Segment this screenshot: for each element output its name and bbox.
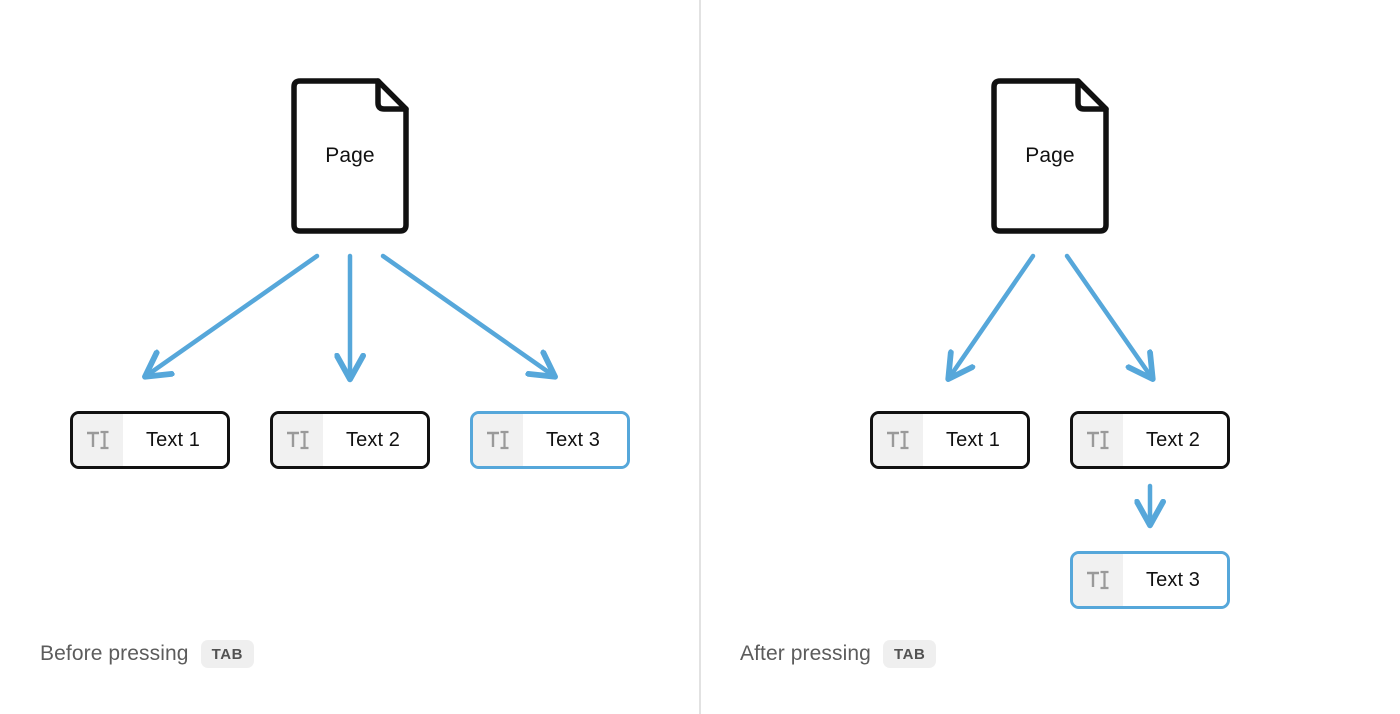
- caption-after: After pressing TAB: [740, 640, 937, 668]
- text-node-text-3-after[interactable]: Text 3: [1070, 551, 1230, 609]
- page-node-label: Page: [325, 144, 375, 167]
- text-node-text-3-before[interactable]: Text 3: [470, 411, 630, 469]
- caption-before: Before pressing TAB: [40, 640, 255, 668]
- text-tool-icon: [873, 414, 923, 466]
- text-node-label: Text 2: [1123, 414, 1227, 466]
- edge-page-to-text1-after: [949, 253, 1036, 378]
- text-tool-icon: [1073, 414, 1123, 466]
- text-node-text-2-after[interactable]: Text 2: [1070, 411, 1230, 469]
- edge-page-to-text2-after: [1064, 253, 1152, 378]
- panel-divider: [699, 0, 701, 714]
- text-node-text-2-before[interactable]: Text 2: [270, 411, 430, 469]
- caption-after-text: After pressing: [740, 642, 871, 665]
- page-node-label: Page: [1025, 144, 1075, 167]
- edge-page-to-text3: [380, 253, 554, 376]
- edge-page-to-text1: [146, 253, 320, 376]
- text-node-label: Text 2: [323, 414, 427, 466]
- text-node-text-1-after[interactable]: Text 1: [870, 411, 1030, 469]
- text-tool-icon: [1073, 554, 1123, 606]
- tab-key-badge: TAB: [200, 640, 255, 668]
- page-document-icon: [991, 78, 1109, 234]
- text-node-label: Text 3: [523, 414, 627, 466]
- caption-before-text: Before pressing: [40, 642, 189, 665]
- text-node-label: Text 3: [1123, 554, 1227, 606]
- tab-key-badge: TAB: [882, 640, 937, 668]
- page-document-icon: [291, 78, 409, 234]
- text-tool-icon: [73, 414, 123, 466]
- text-node-label: Text 1: [923, 414, 1027, 466]
- text-tool-icon: [273, 414, 323, 466]
- text-tool-icon: [473, 414, 523, 466]
- text-node-text-1-before[interactable]: Text 1: [70, 411, 230, 469]
- page-node-after[interactable]: Page: [990, 77, 1110, 235]
- text-node-label: Text 1: [123, 414, 227, 466]
- page-node-before[interactable]: Page: [290, 77, 410, 235]
